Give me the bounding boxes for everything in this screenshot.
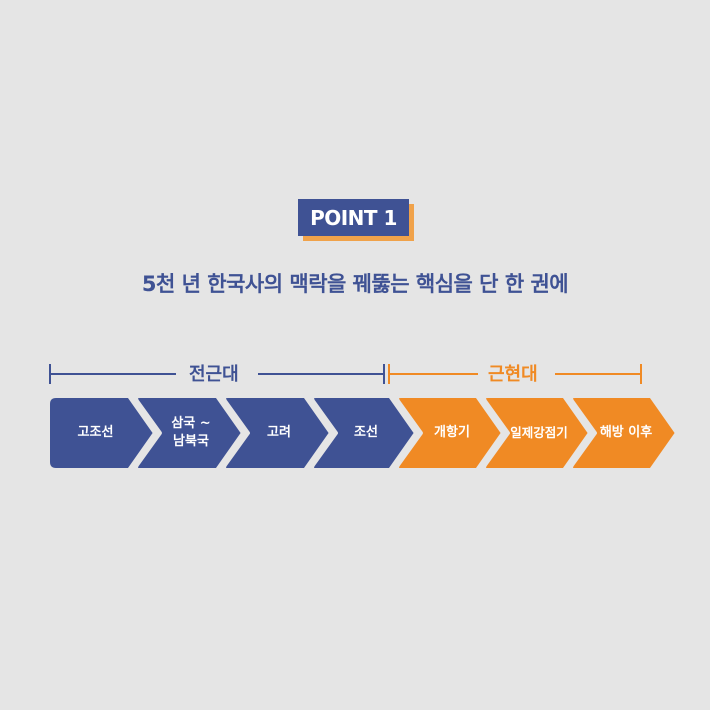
period-label: 일제강점기	[510, 424, 568, 440]
chevron-5	[395, 394, 505, 472]
headline: 5천 년 한국사의 맥락을 꿰뚫는 핵심을 단 한 권에	[141, 272, 569, 296]
period-label: 고려	[267, 425, 291, 441]
period-label: 조선	[354, 425, 378, 441]
badge-label: POINT 1	[298, 199, 409, 236]
period-label-line: 삼국 ~	[171, 416, 211, 432]
chevron-7	[569, 394, 679, 472]
period-label: 해방 이후	[599, 425, 653, 441]
chevron-3	[222, 394, 333, 472]
modern-bracket	[388, 364, 642, 384]
chevron-6	[482, 394, 592, 472]
point-badge: POINT 1	[298, 199, 414, 241]
period-label: 삼국 ~ 남북국	[150, 396, 232, 470]
period-label: 개항기	[434, 425, 470, 441]
chevron-4	[310, 394, 418, 472]
era-label-premodern: 전근대	[183, 360, 245, 386]
period-label: 고조선	[77, 425, 114, 441]
chevron-2	[134, 394, 245, 472]
era-label-modern: 근현대	[482, 360, 544, 386]
premodern-bracket	[49, 364, 385, 384]
chevron-1	[46, 394, 157, 472]
period-label-line: 남북국	[173, 434, 209, 449]
